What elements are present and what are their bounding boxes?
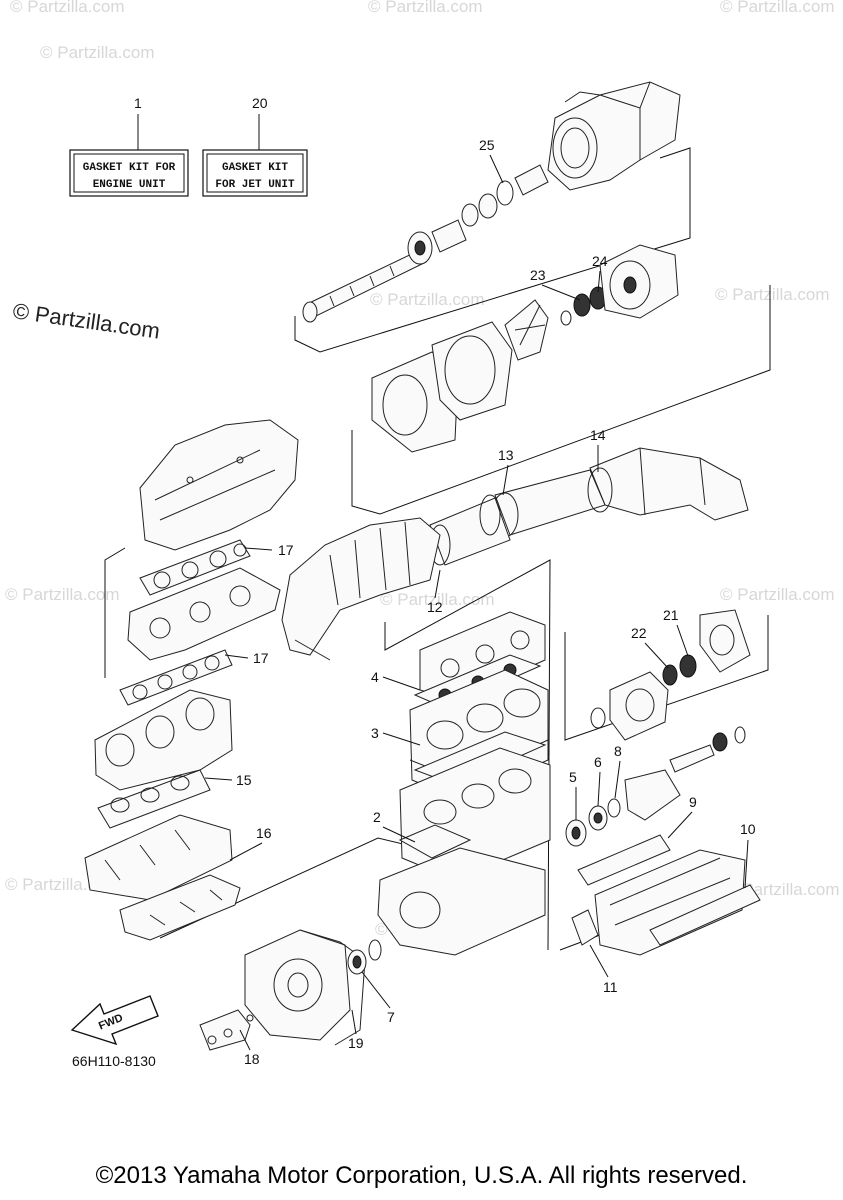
kit-jet-line1: GASKET KIT	[222, 162, 288, 174]
diagram-code: 66H110-8130	[72, 1053, 156, 1069]
drive-coupler	[624, 726, 746, 821]
callout-11: 11	[603, 979, 618, 995]
partzilla-watermark-large: © Partzilla.com	[11, 298, 161, 343]
callout-20: 20	[252, 95, 268, 111]
watermark: © Partzilla.com	[368, 0, 483, 16]
oil-seal-7	[347, 939, 382, 975]
engine-cover	[139, 419, 299, 551]
watermark: © Partzilla.com	[720, 585, 835, 604]
oil-pump	[199, 1009, 254, 1051]
kit-box-engine: 1 GASKET KIT FOR ENGINE UNIT	[69, 95, 189, 197]
drive-shaft	[302, 193, 498, 323]
watermark: © Partzilla.com	[715, 285, 830, 304]
kit-engine-line2: ENGINE UNIT	[93, 179, 166, 191]
exhaust-manifold-pipe	[281, 517, 441, 661]
carburetor-assembly	[94, 689, 233, 791]
callout-10: 10	[740, 821, 756, 837]
callouts: 25 23 24 13 14 12 17 17 4 3 15 16 2 5 6 …	[204, 137, 756, 1067]
gasket-9	[577, 834, 671, 886]
callout-5: 5	[569, 769, 577, 785]
exhaust-manifold	[594, 849, 746, 956]
watermark: © Partzilla.com	[380, 590, 495, 609]
gasket-11	[571, 909, 599, 946]
pump-cover	[599, 244, 679, 319]
intake-duct	[371, 321, 513, 453]
bearing-housing	[590, 609, 751, 741]
callout-9: 9	[689, 794, 697, 810]
watermark: © Partzilla.com	[720, 0, 835, 16]
magneto-cover	[244, 929, 366, 1046]
kit-jet-line2: FOR JET UNIT	[215, 179, 295, 191]
exploded-view-svg: © Partzilla.com © Partzilla.com © Partzi…	[5, 0, 840, 1069]
watermark: © Partzilla.com	[10, 0, 125, 16]
gasket-15	[97, 769, 211, 829]
callout-12: 12	[427, 599, 443, 615]
watermark: © Partzilla.com	[370, 290, 485, 309]
kit-engine-line1: GASKET KIT FOR	[83, 162, 176, 174]
callout-17a: 17	[278, 542, 294, 558]
gasket-17-lower	[119, 649, 233, 706]
o-ring-8	[607, 798, 621, 818]
copyright-notice: ©2013 Yamaha Motor Corporation, U.S.A. A…	[95, 1162, 748, 1189]
callout-3: 3	[371, 725, 379, 741]
reed-valve-assembly	[84, 814, 241, 941]
watermark: © Partzilla.com	[40, 43, 155, 62]
kit-box-jet: 20 GASKET KIT FOR JET UNIT	[202, 95, 308, 197]
callout-25: 25	[479, 137, 495, 153]
callout-13: 13	[498, 447, 514, 463]
intake-manifold-plate	[127, 567, 281, 661]
gasket-2	[398, 824, 472, 859]
oil-seal-6	[588, 805, 608, 831]
callout-14: 14	[590, 427, 606, 443]
callout-24: 24	[592, 253, 608, 269]
nozzle-cone	[496, 164, 549, 206]
callout-18: 18	[244, 1051, 260, 1067]
callout-7: 7	[387, 1009, 395, 1025]
impeller	[504, 286, 607, 361]
callout-21: 21	[663, 607, 679, 623]
callout-4: 4	[371, 669, 379, 685]
crankcase-lower	[377, 847, 546, 956]
jet-pump-housing	[547, 81, 681, 191]
oil-seal-5	[565, 819, 587, 847]
callout-1: 1	[134, 95, 142, 111]
callout-16: 16	[256, 825, 272, 841]
watermark: © Partzilla.com	[5, 585, 120, 604]
callout-2: 2	[373, 809, 381, 825]
callout-22: 22	[631, 625, 647, 641]
fwd-arrow-icon: FWD	[70, 995, 159, 1046]
callout-19: 19	[348, 1035, 364, 1051]
gasket-17-upper	[139, 539, 251, 596]
callout-15: 15	[236, 772, 252, 788]
exhaust-chamber	[429, 447, 749, 566]
callout-8: 8	[614, 743, 622, 759]
callout-23: 23	[530, 267, 546, 283]
gasket-10	[649, 884, 761, 946]
callout-17b: 17	[253, 650, 269, 666]
callout-6: 6	[594, 754, 602, 770]
